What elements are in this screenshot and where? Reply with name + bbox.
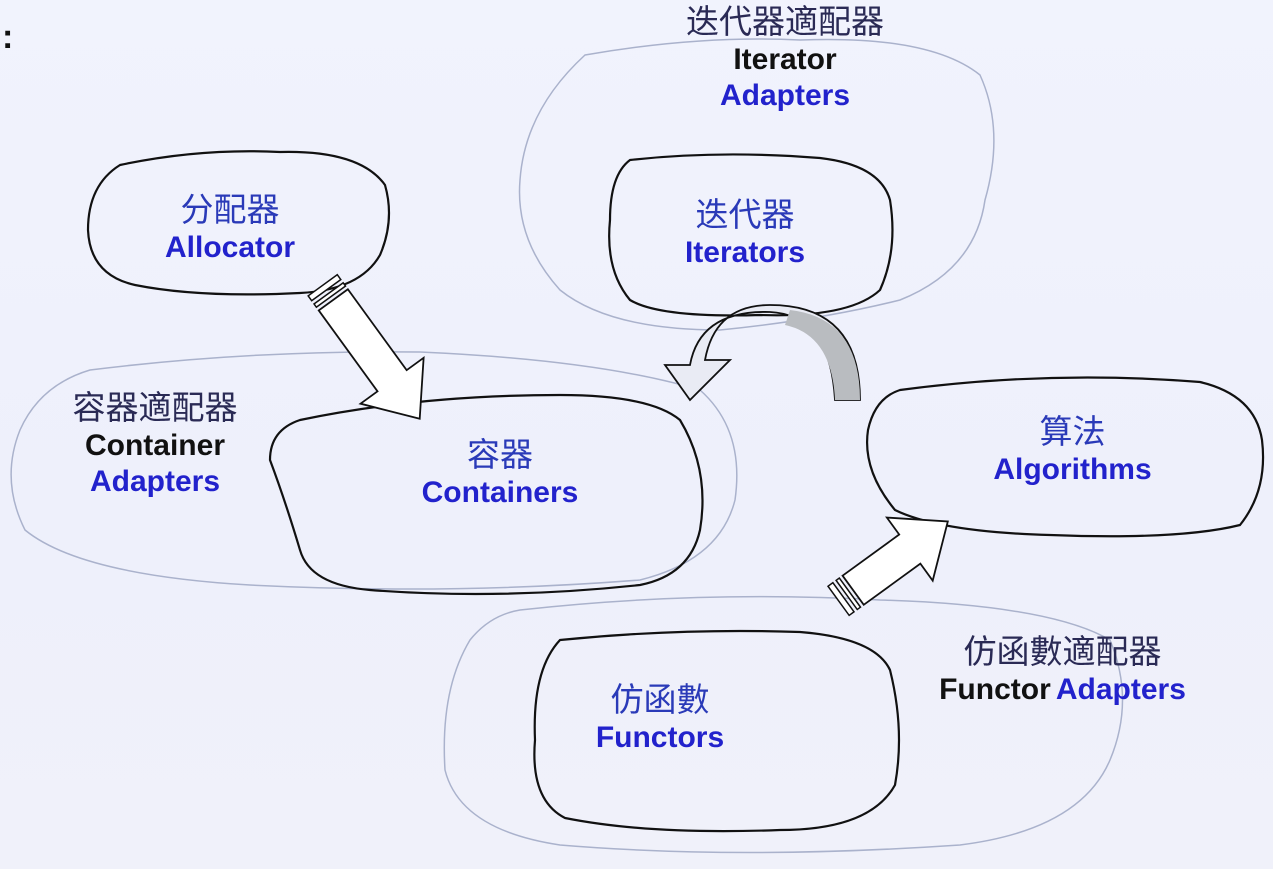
allocator-label: 分配器 Allocator (130, 190, 330, 266)
algorithms-en: Algorithms (993, 452, 1152, 486)
functor-adapters-cloud (443, 595, 1124, 854)
container-adapters-cloud (10, 351, 738, 590)
iterator-adapters-label: 迭代器適配器 Iterator Adapters (650, 2, 920, 114)
container-adapters-en1: Container (84, 428, 225, 462)
iterator-adapters-cloud (518, 38, 995, 331)
containers-label: 容器 Containers (395, 435, 605, 511)
containers-cloud (268, 393, 704, 596)
iterator-adapters-en2: Adapters (719, 78, 851, 112)
functors-cloud (533, 629, 901, 833)
iterators-cn: 迭代器 (695, 195, 795, 234)
functors-en: Functors (595, 720, 725, 754)
iterator-adapters-cn: 迭代器適配器 (686, 2, 884, 41)
functor-adapters-label: 仿函數適配器 Functor Adapters (905, 632, 1220, 708)
allocator-en: Allocator (164, 230, 296, 264)
functors-to-algorithms-arrow (826, 516, 949, 617)
allocator-cn: 分配器 (180, 190, 280, 229)
functor-adapters-en1: Functor (939, 672, 1051, 706)
allocator-to-containers-arrow (307, 273, 425, 420)
iterators-en: Iterators (684, 235, 806, 269)
functors-label: 仿函數 Functors (570, 680, 750, 756)
algorithms-cloud (866, 376, 1265, 538)
containers-cn: 容器 (467, 435, 533, 474)
functors-cn: 仿函數 (610, 680, 710, 719)
container-adapters-label: 容器適配器 Container Adapters (40, 388, 270, 500)
iterators-to-containers-arrow (663, 304, 861, 402)
algorithms-label: 算法 Algorithms (965, 412, 1180, 488)
allocator-cloud (86, 150, 391, 296)
container-adapters-cn: 容器適配器 (72, 388, 238, 427)
algorithms-cn: 算法 (1039, 412, 1106, 451)
functor-adapters-cn: 仿函數適配器 (963, 632, 1162, 671)
containers-en: Containers (421, 475, 579, 509)
container-adapters-en2: Adapters (89, 464, 221, 498)
slide-bullet: : (2, 18, 14, 56)
iterators-label: 迭代器 Iterators (655, 195, 835, 271)
functor-adapters-en2: Adapters (1055, 672, 1186, 706)
iterators-cloud (608, 153, 894, 317)
iterator-adapters-en1: Iterator (733, 42, 837, 76)
